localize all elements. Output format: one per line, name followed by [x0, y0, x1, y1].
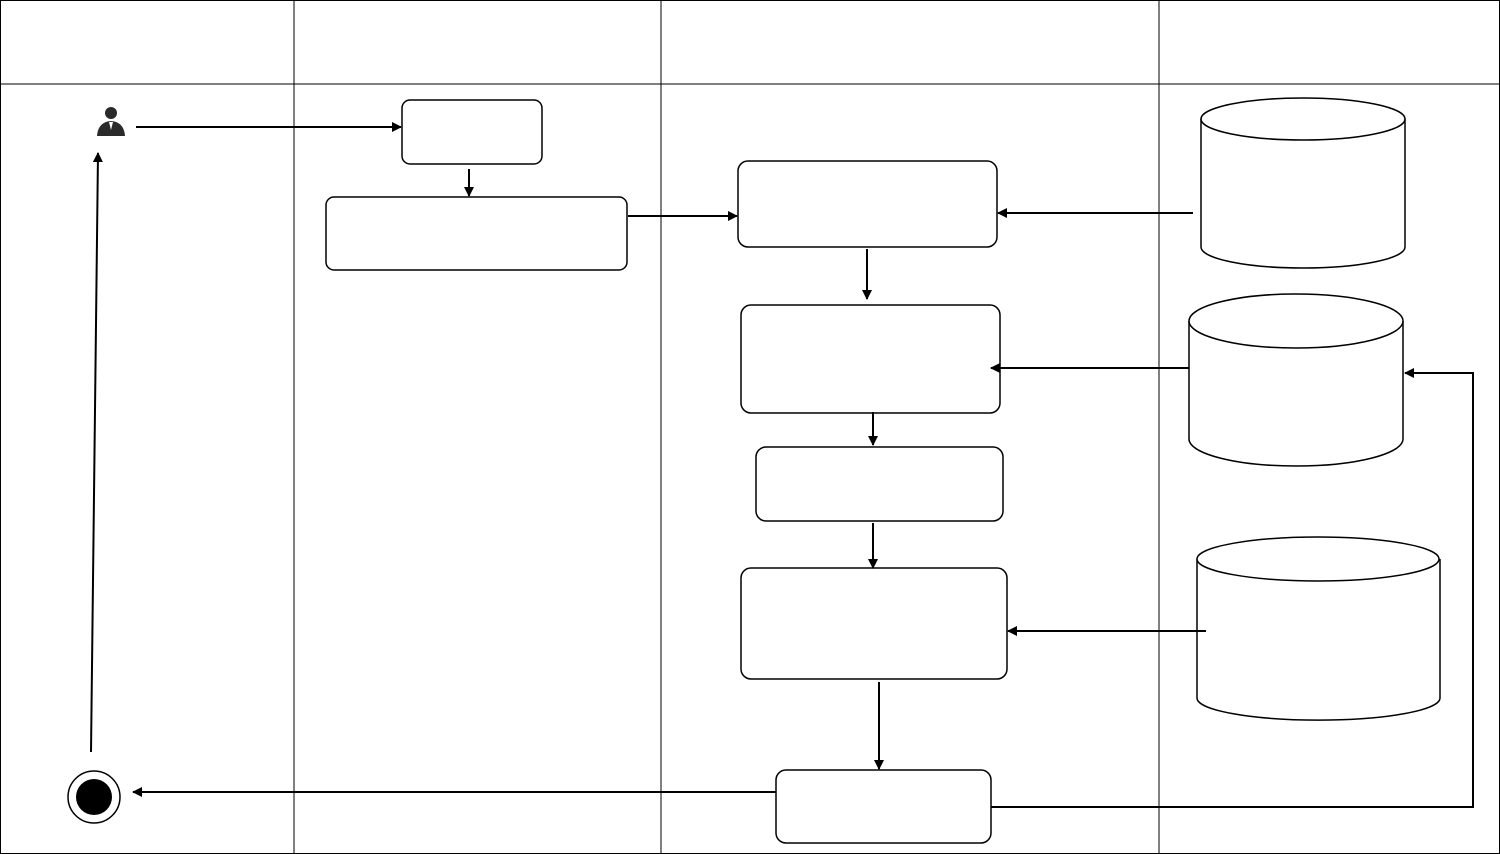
activity-box — [325, 196, 628, 271]
process-box — [740, 567, 1008, 680]
database-cylinder — [1196, 536, 1441, 721]
flow-arrow — [90, 152, 103, 753]
database-cylinder — [1200, 97, 1406, 269]
activity-box — [401, 99, 543, 165]
process-box — [740, 304, 1001, 414]
database-cylinder — [1188, 293, 1404, 467]
flow-arrow — [991, 368, 1474, 808]
final-node — [67, 770, 121, 824]
process-box — [755, 446, 1004, 522]
user-icon — [97, 107, 125, 136]
process-box — [775, 769, 992, 844]
process-box — [737, 160, 998, 248]
connectors — [90, 122, 1474, 808]
